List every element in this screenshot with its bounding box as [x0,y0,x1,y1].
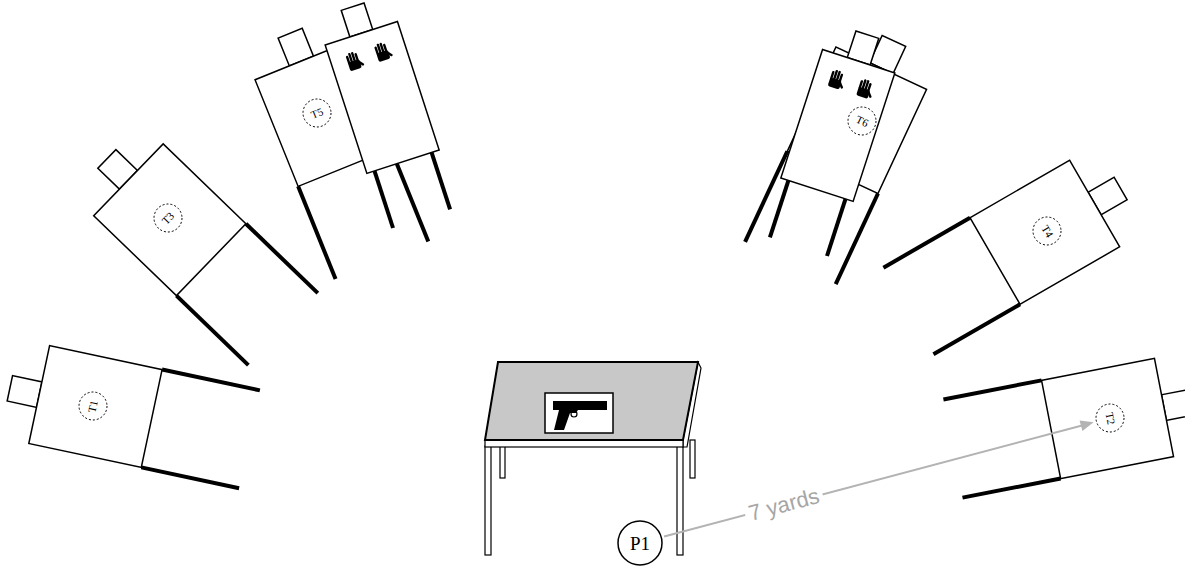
node-label: T1 [86,399,99,413]
distance-arrow [664,420,1093,536]
target-number: T4 [1032,216,1062,246]
target-number: T5 [302,98,332,128]
table [485,362,701,555]
node-label: T4 [1039,223,1055,239]
node-label: T5 [309,106,324,121]
arrow-head [1080,420,1094,431]
node-label: P1 [630,534,650,553]
shooter-position: P1 [617,520,663,566]
target-silhouettes [0,0,1185,498]
target-number: T3 [153,203,183,233]
target-number: T2 [1095,403,1125,433]
node-label: T3 [160,210,176,226]
target-number: T6 [847,106,877,136]
node-label: T6 [854,113,870,128]
distance-label: 7 yards [743,483,827,527]
arrow-line [664,425,1084,537]
target-number: T1 [78,391,108,421]
node-label: T2 [1103,411,1116,425]
